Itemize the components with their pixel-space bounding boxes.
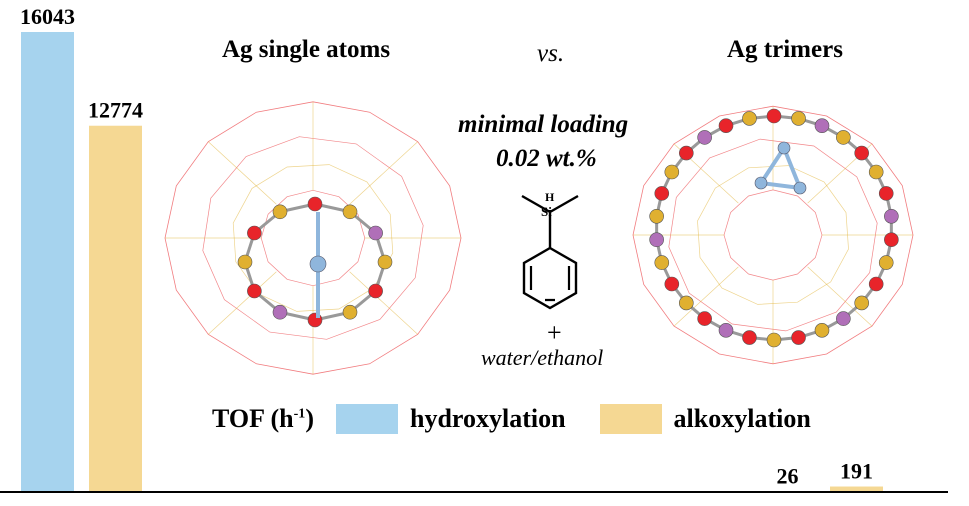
- single-ring-atom: [247, 225, 262, 241]
- data-label-alkoxylation-0: 12774: [88, 98, 143, 123]
- trimer-ring-atom: [679, 145, 694, 161]
- single-cage-strut: [208, 141, 277, 205]
- solvent-label: water/ethanol: [481, 345, 604, 370]
- single-cage-strut: [208, 271, 277, 335]
- trimer-ring-atom: [868, 164, 884, 180]
- ag-trimer-atom: [793, 181, 807, 195]
- loading-line-1: minimal loading: [458, 111, 629, 138]
- single-cage-ring: [202, 136, 424, 340]
- trimer-ring-atom: [766, 108, 782, 124]
- plus-sign: +: [547, 318, 562, 347]
- trimer-ring-atom: [814, 118, 830, 133]
- trimer-ring-atom: [791, 330, 806, 345]
- trimer-ring-atom: [718, 118, 734, 133]
- heading-vs: vs.: [537, 40, 565, 67]
- ag-single-atom: [309, 255, 327, 273]
- legend-label-alkoxylation: alkoxylation: [673, 404, 811, 433]
- trimer-ring-atom: [878, 186, 894, 201]
- trimer-cage-strut: [673, 266, 739, 327]
- trimer-ring-atom: [854, 145, 869, 161]
- trimer-ring-atom: [664, 276, 680, 292]
- single-ring-atom: [368, 225, 383, 241]
- trimer-cage-strut: [807, 266, 873, 327]
- trimer-cage-ring: [668, 138, 878, 332]
- single-cage-ring: [232, 164, 394, 312]
- heading-trimers: Ag trimers: [727, 36, 843, 63]
- trimer-ring-atom: [654, 186, 670, 201]
- legend-swatch-alkoxylation: [599, 404, 662, 434]
- single-ring-atom: [342, 204, 358, 220]
- single-ring-atom: [247, 283, 262, 299]
- single-cage-strut: [349, 141, 418, 205]
- trimer-ring-atom: [718, 323, 734, 338]
- data-label-hydroxylation-1: 26: [777, 463, 799, 488]
- trimer-ring-atom: [742, 111, 757, 126]
- bar-alkoxylation-1: [830, 486, 883, 492]
- trimer-ring-atom: [766, 332, 782, 348]
- trimer-ring-atom: [649, 232, 664, 248]
- single-ring-atom: [237, 254, 253, 270]
- trimer-cage-ring: [697, 165, 849, 305]
- loading-line-2: 0.02 wt.%: [496, 145, 597, 172]
- trimer-ring-atom: [697, 311, 712, 326]
- trimer-ring-atom: [649, 208, 664, 224]
- single-cage-strut: [349, 271, 418, 335]
- single-ring-atom: [368, 283, 383, 299]
- legend: TOF (h-1) hydroxylation alkoxylation: [212, 404, 811, 434]
- trimer-ring-atom: [697, 130, 712, 145]
- legend-label-hydroxylation: hydroxylation: [409, 404, 566, 433]
- single-ring-atom: [342, 304, 358, 320]
- benzene-double-bonds: [529, 266, 571, 302]
- single-ring-atom: [272, 204, 288, 220]
- trimer-ring-atom: [654, 255, 670, 270]
- trimer-ring-atom: [884, 232, 899, 248]
- trimer-ring-atom: [854, 295, 869, 311]
- legend-swatch-hydroxylation: [335, 404, 398, 434]
- bar-alkoxylation-0: [89, 125, 142, 492]
- single-ring-atom: [377, 254, 393, 270]
- single-ring-atom: [307, 196, 323, 212]
- trimer-ring-atom: [836, 311, 851, 326]
- trimer-ring-atom: [814, 323, 830, 338]
- trimer-cage-ring: [723, 189, 823, 281]
- single-ring-atom: [272, 304, 288, 320]
- trimer-ring-atom: [664, 164, 680, 180]
- silicon-symbol: Si: [541, 204, 552, 219]
- ag-trimer-atom: [754, 176, 768, 190]
- hydrogen-symbol: H: [545, 190, 555, 204]
- trimer-ring-atom: [791, 111, 806, 126]
- trimer-ring-atom: [836, 130, 851, 145]
- ag-trimer-triangle: [757, 143, 804, 191]
- data-label-hydroxylation-0: 16043: [20, 4, 75, 29]
- benzene-ring: [522, 246, 578, 310]
- silane-bonds: [521, 194, 579, 248]
- trimer-ring-atom: [884, 208, 899, 224]
- trimer-ring-atom: [868, 276, 884, 292]
- bar-hydroxylation-0: [21, 32, 74, 492]
- trimer-ring-atom: [742, 330, 757, 345]
- trimer-ring-atom: [878, 255, 894, 270]
- heading-single-atoms: Ag single atoms: [222, 36, 391, 63]
- trimer-ring-atom: [679, 295, 694, 311]
- data-label-alkoxylation-1: 191: [840, 459, 873, 484]
- tof-label: TOF (h-1): [212, 404, 314, 433]
- ag-trimer-atom: [777, 141, 791, 155]
